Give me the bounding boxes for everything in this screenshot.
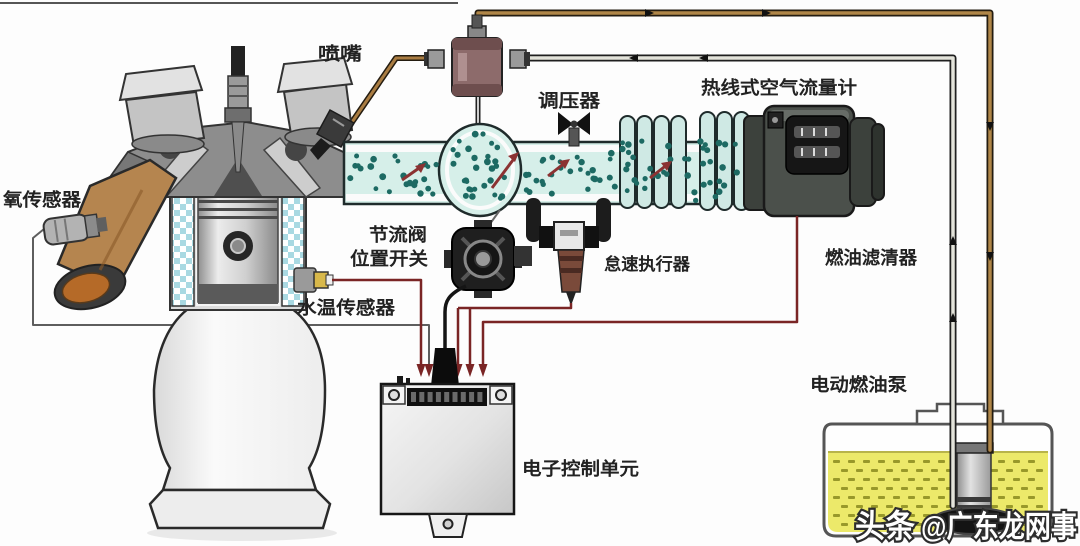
label-electric-fuel-pump: 电动燃油泵 <box>810 374 907 395</box>
spark-plug <box>224 46 252 173</box>
intake-trumpet-left <box>118 64 206 154</box>
label-air-flow-meter: 热线式空气流量计 <box>701 77 857 98</box>
label-throttle-switch-line1: 节流阀 <box>369 224 427 245</box>
ecu-screw <box>388 389 400 401</box>
label-ecu: 电子控制单元 <box>522 458 639 479</box>
watermark-handle: @广东龙网事 <box>921 510 1077 544</box>
intake-manifold <box>342 111 750 218</box>
air-flow-meter-device <box>743 104 885 218</box>
air-flow-meter-wire <box>481 216 799 364</box>
label-water-temp-sensor: 水温传感器 <box>297 297 396 318</box>
pressure-regulator-device <box>424 14 530 97</box>
exhaust-pipe <box>53 158 178 311</box>
fuel-tank <box>822 402 1054 538</box>
label-fuel-filter: 燃油滤清器 <box>825 247 918 268</box>
afm-sensor-module <box>785 115 849 175</box>
piston <box>197 191 279 304</box>
wiring <box>332 216 799 386</box>
ecu-box <box>379 376 516 538</box>
idle-actuator-device <box>526 198 611 303</box>
pump-body <box>956 447 992 515</box>
throttle-position-switch-device <box>444 209 532 298</box>
ecu-main-plug <box>431 348 459 386</box>
fuel-supply-pipe <box>522 56 955 508</box>
bypass-hose-left <box>526 198 541 242</box>
oil-pan-flange <box>148 488 332 530</box>
afm-outlet-cap <box>871 123 885 201</box>
tank-top-collar <box>915 402 1005 426</box>
oxygen-sensor-device <box>42 213 108 246</box>
bypass-hose-right <box>596 198 611 242</box>
ecu-connector-pins <box>411 392 483 402</box>
watermark-brand: 头条 <box>855 508 915 544</box>
pipe-flow-marks <box>629 9 994 322</box>
injector-device <box>310 108 356 160</box>
water-temp-wire <box>332 278 423 364</box>
pump-base-plate <box>931 507 1017 535</box>
oxygen-sensor-wire <box>32 228 430 364</box>
piston-ring <box>198 208 278 211</box>
injector-feed-pipe <box>346 56 434 129</box>
plenum-chamber <box>437 122 523 218</box>
switch-connector <box>514 246 532 266</box>
label-throttle-switch-line2: 位置开关 <box>350 248 428 269</box>
label-injector: 喷嘴 <box>318 44 362 64</box>
pump-band <box>957 497 991 502</box>
exhaust-outlet <box>61 272 111 304</box>
ecu-screw <box>495 389 507 401</box>
water-temp-sensor-device <box>293 267 334 293</box>
airflow-arrows <box>401 152 672 189</box>
air-particle-dots <box>347 130 740 204</box>
piston-ring <box>198 200 278 203</box>
idle-actuator-wire <box>458 303 573 310</box>
labels: 喷嘴 调压器 热线式空气流量计 氧传感器 节流阀 位置开关 怠速执行器 燃油滤清… <box>2 44 918 479</box>
label-idle-actuator: 怠速执行器 <box>604 254 691 274</box>
watermark: 头条 @广东龙网事 <box>853 506 1080 546</box>
label-pressure-regulator: 调压器 <box>538 91 601 111</box>
tube-wall-bottom <box>346 194 746 201</box>
tube-wall-top <box>346 145 746 152</box>
throttle-switch-wire <box>443 284 467 350</box>
label-oxygen-sensor: 氧传感器 <box>2 189 82 210</box>
piston-ring <box>198 216 278 219</box>
manifold-top-valve <box>558 112 590 147</box>
crankcase <box>152 304 327 492</box>
engine <box>42 46 365 541</box>
fuel-pump-device <box>954 442 994 515</box>
